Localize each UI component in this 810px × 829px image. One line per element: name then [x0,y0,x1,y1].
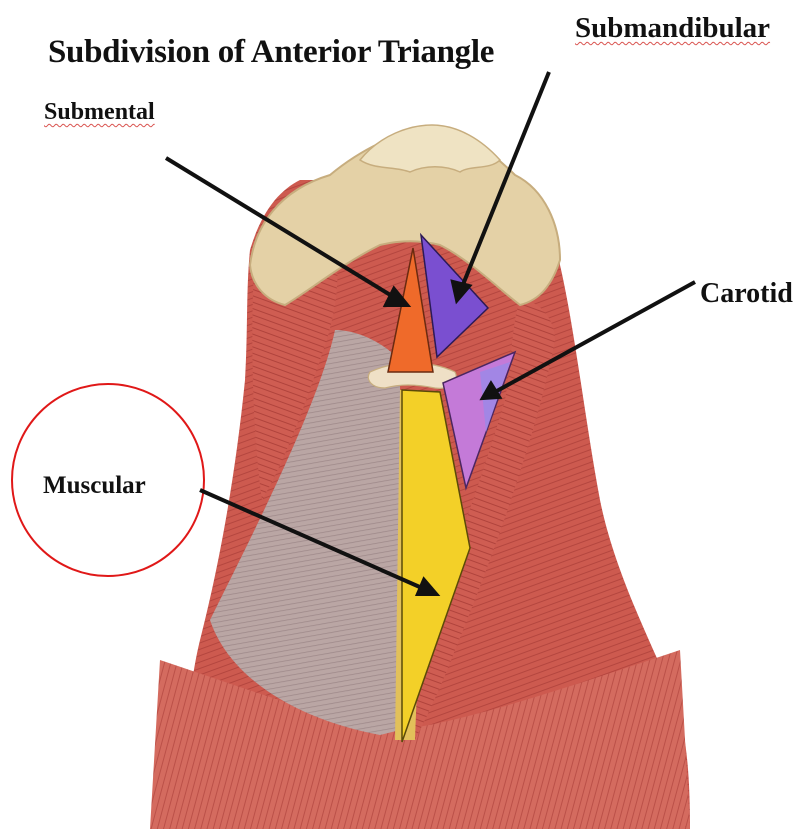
submandibular-label: Submandibular [575,14,770,43]
carotid-label: Carotid [700,280,793,308]
diagram-title: Subdivision of Anterior Triangle [48,36,494,69]
muscular-label: Muscular [43,473,146,498]
teeth [360,125,500,172]
submental-label: Submental [44,100,155,124]
